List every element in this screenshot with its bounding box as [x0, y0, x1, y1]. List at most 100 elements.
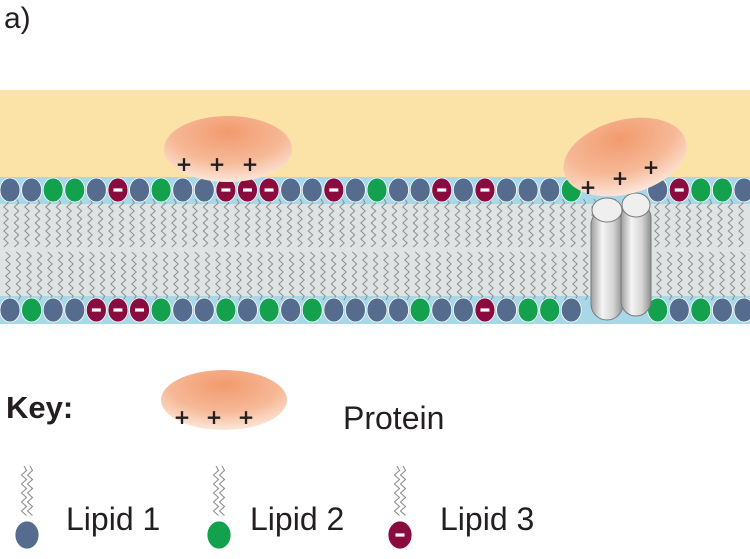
lipid-tail [656, 251, 662, 301]
positive-charge: + [206, 405, 223, 429]
lipid-3-head [237, 177, 258, 203]
lipid-1-head [496, 297, 517, 323]
protein-blob-icon [563, 117, 687, 197]
lipid-2-head [258, 297, 280, 323]
lipid-3-head [474, 177, 496, 203]
lipid-3-head [85, 297, 107, 323]
lipid-tail [225, 251, 232, 301]
lipid-tail [97, 198, 104, 248]
lipid-tails [3, 198, 746, 301]
lipid-tail [465, 198, 471, 248]
lipid-tail [435, 251, 442, 301]
lipid-tail [87, 198, 93, 248]
lipid-tail [488, 251, 494, 301]
lipid-1-head [237, 297, 258, 323]
lipid-tail [517, 198, 524, 248]
lipid-tail [5, 251, 11, 301]
lipid-tail [330, 251, 337, 301]
lipid-tail [215, 251, 221, 301]
lipid-tail [139, 198, 146, 248]
protein-blob-icon [164, 116, 292, 182]
lipid-tail [486, 198, 492, 248]
lipid-tail [664, 198, 671, 248]
lipid-tail [456, 251, 463, 301]
lipid-1-head [733, 177, 750, 203]
lipid-1-head [323, 297, 345, 323]
lipid-tail [34, 198, 41, 248]
lipid-tail [150, 198, 156, 248]
lipid-tail [540, 251, 547, 301]
lipid-tail [339, 198, 345, 248]
key-lipid-3-label: Lipid 3 [440, 501, 534, 537]
lipid-tail [278, 251, 284, 301]
lipid-tail [3, 198, 9, 248]
lipid-tail [719, 251, 725, 301]
lipid-2-head [64, 177, 86, 203]
lipid-tail [717, 198, 723, 248]
lipid-tail [696, 198, 702, 248]
lipid-tail [677, 251, 683, 301]
lipid-tail [246, 251, 253, 301]
lipid-3-head [258, 177, 280, 203]
lipid-1-head [85, 177, 107, 203]
lipid-tail [24, 198, 30, 248]
lipid-tail [13, 198, 20, 248]
key-lipid-2-label: Lipid 2 [250, 501, 344, 537]
lipid-2-head [301, 297, 323, 323]
lipid-tail [297, 198, 303, 248]
lipid-tail [171, 198, 177, 248]
lipid-2-head [517, 297, 539, 323]
lipid-tail [559, 198, 566, 248]
lipid-2-head [150, 177, 172, 203]
lipid-1-head [712, 297, 733, 323]
lipid-tail [467, 251, 473, 301]
lipid-2-head [215, 297, 237, 323]
lipid-tail [404, 251, 410, 301]
lipid-tail [477, 251, 484, 301]
lipid-1-head [733, 297, 750, 323]
lipid-tail [173, 251, 179, 301]
lipid-1-head [14, 520, 40, 550]
lipid-tail [675, 198, 681, 248]
lipid-tail [76, 198, 83, 248]
lipid-tail [372, 251, 379, 301]
lipid-tail [383, 251, 389, 301]
lipid-tail [99, 251, 106, 301]
lipid-tail [78, 251, 85, 301]
lipid-tail [580, 198, 587, 248]
lipid-tail [26, 251, 32, 301]
lipid-1-head [668, 297, 690, 323]
lipid-tail [402, 198, 408, 248]
panel-label: a) [4, 2, 31, 35]
lipid-1-head [21, 177, 42, 203]
lipid-tail [257, 251, 263, 301]
lipid-tail [255, 198, 261, 248]
lipid-1-icon [14, 465, 40, 550]
lipid-tail [538, 198, 545, 248]
lipid-tail [433, 198, 440, 248]
lipid-tail [425, 251, 431, 301]
lipid-tail [654, 198, 660, 248]
lipid-1-head [64, 297, 86, 323]
lipid-tail [328, 198, 335, 248]
lipid-tail [582, 251, 589, 301]
positive-charge: + [174, 405, 191, 429]
lipid-2-head [690, 177, 712, 203]
lipid-1-head [0, 297, 21, 323]
lipid-tail [698, 251, 704, 301]
lipid-3-icon [387, 465, 413, 550]
lipid-tail [162, 251, 169, 301]
lipid-tail [288, 251, 295, 301]
lipid-tail [446, 251, 452, 301]
lipid-tail [131, 251, 137, 301]
lipid-3-head [107, 177, 129, 203]
lipid-tail [414, 251, 421, 301]
lipid-tail [183, 251, 190, 301]
bottom-leaflet [0, 297, 750, 323]
lipid-tail [299, 251, 305, 301]
lipid-1-head [345, 177, 366, 203]
lipid-tail [708, 251, 715, 301]
lipid-tail [496, 198, 503, 248]
lipid-tail [570, 198, 576, 248]
